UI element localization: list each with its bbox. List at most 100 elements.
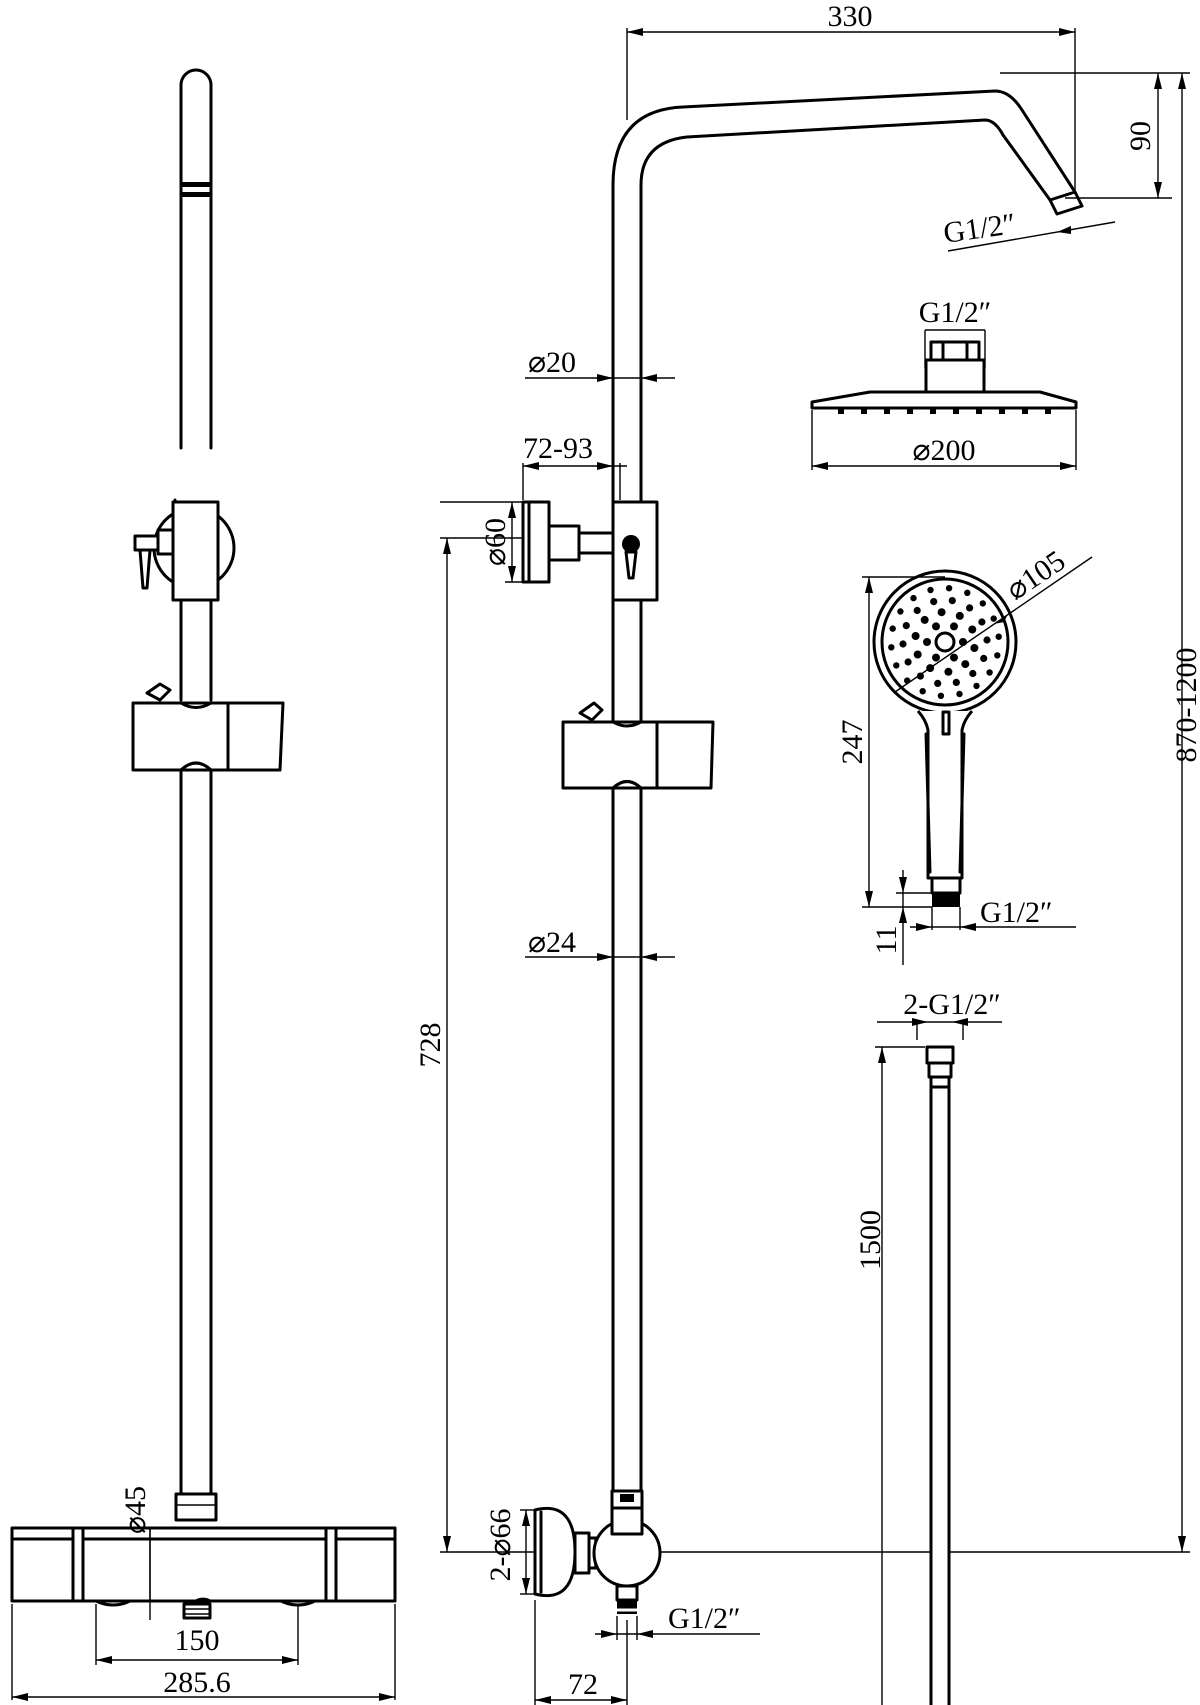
hand-shower-nozzle xyxy=(893,662,900,669)
hand-shower-nozzle xyxy=(948,597,956,605)
hand-shower-nozzle xyxy=(950,653,958,662)
hand-shower-nozzle xyxy=(980,654,988,663)
hand-shower-nozzles xyxy=(888,585,1002,699)
overhead-nozzle xyxy=(861,408,867,414)
dim-outlet-thread-label: G1/2″ xyxy=(668,1602,741,1635)
dim-bracket-depth: 72-93 xyxy=(522,432,627,500)
hand-shower-nozzle xyxy=(888,644,895,651)
overhead-nozzle xyxy=(838,408,844,414)
hand-shower-nozzle xyxy=(968,625,977,634)
hand-shower-nozzle xyxy=(897,608,904,615)
hand-shower-nozzle xyxy=(899,640,907,648)
hand-shower-nozzle xyxy=(956,690,963,698)
hand-shower-nozzle xyxy=(969,669,977,678)
hand-shower-nozzle xyxy=(904,658,912,666)
hand-shower-nozzle xyxy=(978,618,986,626)
hand-shower-nozzle xyxy=(986,669,993,676)
hand-shower-nozzle xyxy=(916,672,925,680)
dim-bracket-dia: ⌀60 xyxy=(440,501,523,583)
dim-inlet-dia: 2-⌀66 xyxy=(484,1508,535,1595)
hose-thread-label: 2-G1/2″ xyxy=(903,988,1001,1021)
head-thread-label: G1/2″ xyxy=(919,296,992,329)
dim-bracket-dia-label: ⌀60 xyxy=(479,518,512,566)
dim-inlet-centres: 150 xyxy=(95,1604,299,1665)
handset-length-label: 247 xyxy=(836,720,869,765)
hand-shower-nozzle xyxy=(932,622,940,631)
dim-rail-dia-upper-label: ⌀20 xyxy=(528,346,576,379)
dim-top-width: 330 xyxy=(626,0,1076,190)
hand-shower-nozzle xyxy=(913,606,921,615)
hand-shower-nozzle xyxy=(964,589,971,596)
side-slider xyxy=(561,701,715,790)
hand-shower-nozzle xyxy=(910,594,917,602)
front-thermostatic-valve xyxy=(10,1526,397,1620)
dim-inlet-dia-label: 2-⌀66 xyxy=(484,1508,517,1581)
dim-valve-diameter-label: ⌀45 xyxy=(119,1486,152,1534)
hand-shower-nozzle xyxy=(932,653,940,662)
front-upper-rail xyxy=(179,68,213,450)
dim-arm-thread: G1/2″ xyxy=(941,207,1116,252)
overhead-nozzle xyxy=(930,408,936,414)
wall-bracket xyxy=(521,500,659,602)
hand-shower-nozzle xyxy=(979,600,986,607)
dim-rail-height: 728 xyxy=(414,537,535,1553)
hand-shower-nozzle xyxy=(913,650,922,659)
handset-thread-label: G1/2″ xyxy=(980,896,1053,929)
hand-shower-nozzle xyxy=(983,636,991,644)
overhead-nozzle-row xyxy=(838,408,1051,414)
overhead-nozzle xyxy=(907,408,913,414)
overhead-nozzle xyxy=(884,408,890,414)
hand-shower-nozzle xyxy=(952,678,960,687)
hand-shower-nozzle xyxy=(961,660,970,669)
dim-valve-width-label: 285.6 xyxy=(163,1666,231,1699)
hand-shower-nozzle xyxy=(937,608,946,617)
dim-rail-height-label: 728 xyxy=(414,1023,447,1068)
front-view: ⌀45 150 285.6 xyxy=(10,68,397,1701)
dim-height-range: 870-1200 xyxy=(660,72,1200,1553)
dim-valve-diameter: ⌀45 xyxy=(119,1486,152,1620)
dim-arm-drop-label: 90 xyxy=(1124,121,1157,151)
side-valve xyxy=(533,1489,662,1614)
hand-shower-nozzle xyxy=(973,682,980,690)
hand-shower: ⌀105 247 11 G1/2″ xyxy=(836,544,1093,965)
overhead-nozzle xyxy=(1045,408,1051,414)
overhead-nozzle xyxy=(976,408,982,414)
dim-height-range-label: 870-1200 xyxy=(1170,648,1200,763)
overhead-nozzle xyxy=(999,408,1005,414)
front-slider xyxy=(131,682,285,772)
hose-length-label: 1500 xyxy=(854,1210,887,1270)
hand-shower-nozzle xyxy=(990,615,997,622)
hand-shower-nozzle xyxy=(911,632,920,640)
hand-shower-nozzle xyxy=(994,652,1001,659)
shower-hose: 2-G1/2″ 1500 xyxy=(854,988,1002,1705)
dim-top-width-label: 330 xyxy=(828,0,873,33)
overhead-shower-head: G1/2″ ⌀200 xyxy=(810,296,1078,470)
dim-valve-depth: 72 xyxy=(534,1600,628,1705)
hand-shower-nozzle xyxy=(950,622,958,631)
dim-valve-width: 285.6 xyxy=(11,1604,396,1701)
dim-inlet-centres-label: 150 xyxy=(175,1624,220,1657)
shower-arm xyxy=(611,89,1084,505)
dim-bracket-depth-label: 72-93 xyxy=(523,432,593,465)
hand-shower-nozzle xyxy=(995,633,1002,640)
handset-thread-length-label: 11 xyxy=(870,926,903,955)
hand-shower-nozzle xyxy=(930,598,938,606)
head-diameter-label: ⌀200 xyxy=(912,434,975,467)
hand-shower-nozzle xyxy=(919,688,926,695)
dim-outlet-thread: G1/2″ xyxy=(595,1602,760,1640)
hand-shower-nozzle xyxy=(966,604,974,612)
hand-shower-nozzle xyxy=(934,679,942,688)
hand-shower-nozzle xyxy=(889,625,896,632)
hand-shower-nozzle xyxy=(920,615,929,624)
hand-shower-nozzle xyxy=(937,692,945,699)
hand-shower-nozzle xyxy=(944,667,953,676)
hand-shower-nozzle xyxy=(927,586,934,594)
hand-shower-nozzle xyxy=(945,585,953,592)
overhead-nozzle xyxy=(1022,408,1028,414)
hand-shower-nozzle xyxy=(902,622,910,630)
hand-shower-nozzle xyxy=(970,644,979,652)
side-view: 330 90 G1/2″ ⌀20 xyxy=(414,0,1200,1705)
dim-valve-depth-label: 72 xyxy=(568,1668,598,1701)
hand-shower-nozzle xyxy=(955,611,964,620)
